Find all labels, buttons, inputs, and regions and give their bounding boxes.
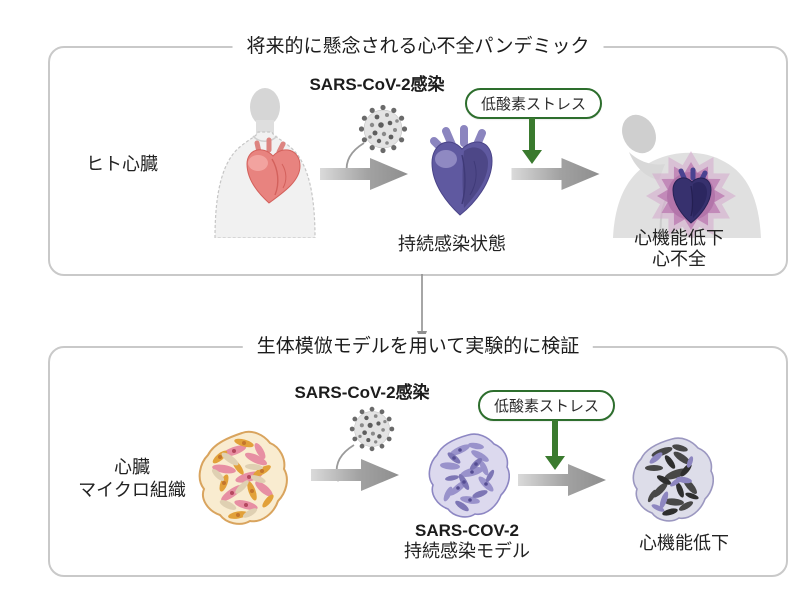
- infection-label-bottom: SARS-CoV-2感染: [294, 383, 430, 402]
- hypoxia-stress-badge-top: 低酸素ストレス: [465, 88, 603, 119]
- arrow-right-icon-1: [320, 156, 408, 192]
- outcome-label-bottom: 心機能低下: [639, 533, 729, 553]
- virus-icon-top: [357, 103, 409, 155]
- model-line2: 持続感染モデル: [404, 541, 530, 561]
- human-heart-label: ヒト心臓: [86, 154, 158, 174]
- bottom-panel-title: 生体模倣モデルを用いて実験的に検証: [242, 334, 594, 360]
- outcome-line1: 心機能低下: [634, 228, 724, 248]
- cardiac-tissue-icon: [194, 428, 290, 530]
- human-figure-icon: [197, 86, 332, 238]
- virus-icon-bottom: [348, 405, 396, 453]
- healthy-heart-icon: [246, 137, 301, 204]
- micro-tissue-label: 心臓 マイクロ組織: [78, 456, 186, 502]
- panel-human-pandemic: 将来的に懸念される心不全パンデミック ヒト心臓 SARS-CoV: [48, 34, 788, 276]
- outcome-label-top: 心機能低下 心不全: [634, 228, 724, 270]
- model-label: SARS-COV-2 持続感染モデル: [404, 520, 530, 562]
- failing-heart-icon: [672, 167, 712, 224]
- micro-tissue-line2: マイクロ組織: [78, 480, 186, 500]
- micro-tissue-line1: 心臓: [113, 457, 150, 477]
- infected-tissue-icon: [424, 432, 510, 522]
- persistent-infection-label: 持続感染状態: [398, 234, 506, 254]
- patient-heart-failure-icon: [599, 100, 779, 238]
- model-line1: SARS-COV-2: [415, 521, 519, 540]
- arrow-right-icon-2: [508, 156, 603, 192]
- outcome-line2: 心不全: [652, 249, 706, 269]
- infection-label-top: SARS-CoV-2感染: [309, 75, 445, 94]
- hypoxia-stress-badge-bottom: 低酸素ストレス: [478, 390, 616, 421]
- dysfunctional-tissue-icon: [628, 436, 714, 526]
- green-down-arrow-icon-bottom: [544, 420, 566, 470]
- top-panel-title: 将来的に懸念される心不全パンデミック: [232, 34, 604, 60]
- panel-biomimetic-model: 生体模倣モデルを用いて実験的に検証 心臓 マイクロ組織: [48, 334, 788, 577]
- infected-heart-icon: [422, 125, 502, 219]
- green-down-arrow-icon-top: [521, 118, 543, 164]
- arrow-right-icon-3: [310, 457, 400, 493]
- arrow-right-icon-4: [514, 462, 610, 498]
